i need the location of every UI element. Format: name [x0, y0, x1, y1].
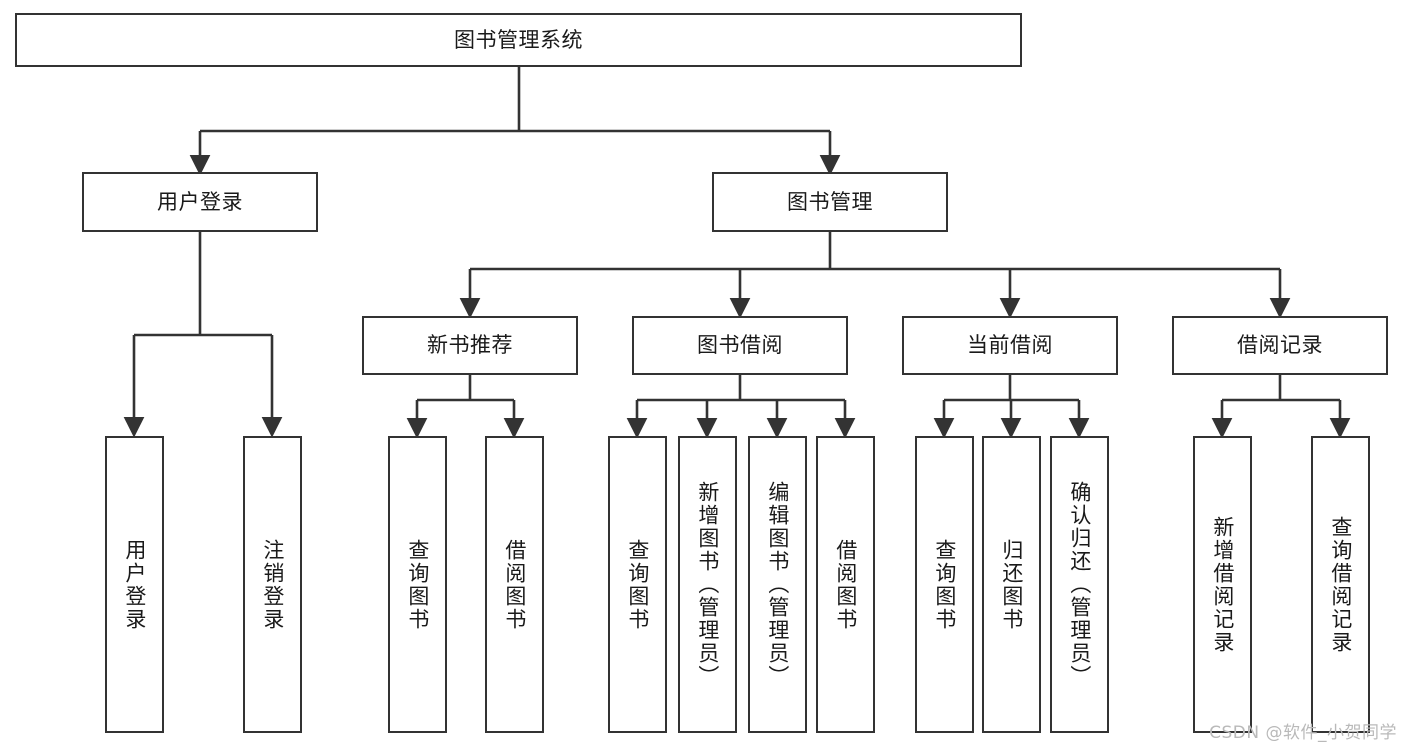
- node-label: 归还图书: [999, 538, 1024, 631]
- node-label: 借阅记录: [1237, 333, 1323, 358]
- node-label: 用户登录: [157, 189, 243, 214]
- node-new-book-recommend[interactable]: 新书推荐: [362, 316, 578, 375]
- leaf-current-confirm-return-admin[interactable]: 确认归还（管理员）: [1050, 436, 1109, 733]
- node-book-borrow[interactable]: 图书借阅: [632, 316, 848, 375]
- leaf-borrow-add-book-admin[interactable]: 新增图书（管理员）: [678, 436, 737, 733]
- leaf-new-book-query[interactable]: 查询图书: [388, 436, 447, 733]
- node-label: 编辑图书（管理员）: [765, 481, 790, 688]
- csdn-watermark: CSDN @软件_小贺同学: [1209, 723, 1397, 743]
- node-label: 查询图书: [625, 538, 650, 631]
- node-label: 借阅图书: [502, 538, 527, 631]
- node-label: 图书管理: [787, 189, 873, 214]
- node-book-management[interactable]: 图书管理: [712, 172, 948, 232]
- node-label: 图书借阅: [697, 333, 783, 358]
- node-label: 图书管理系统: [454, 27, 583, 52]
- leaf-current-return-book[interactable]: 归还图书: [982, 436, 1041, 733]
- node-label: 当前借阅: [967, 333, 1053, 358]
- node-label: 注销登录: [260, 538, 285, 631]
- node-label: 查询图书: [405, 538, 430, 631]
- node-label: 新增借阅记录: [1210, 515, 1235, 654]
- node-root-system[interactable]: 图书管理系统: [15, 13, 1022, 67]
- node-label: 借阅图书: [833, 538, 858, 631]
- node-current-borrow[interactable]: 当前借阅: [902, 316, 1118, 375]
- node-user-login[interactable]: 用户登录: [82, 172, 318, 232]
- leaf-new-book-borrow[interactable]: 借阅图书: [485, 436, 544, 733]
- leaf-user-login[interactable]: 用户登录: [105, 436, 164, 733]
- leaf-borrow-edit-book-admin[interactable]: 编辑图书（管理员）: [748, 436, 807, 733]
- leaf-records-query-record[interactable]: 查询借阅记录: [1311, 436, 1370, 733]
- node-label: 确认归还（管理员）: [1067, 481, 1092, 688]
- leaf-borrow-borrow-book[interactable]: 借阅图书: [816, 436, 875, 733]
- node-label: 查询借阅记录: [1328, 515, 1353, 654]
- leaf-user-logout[interactable]: 注销登录: [243, 436, 302, 733]
- leaf-borrow-query-book[interactable]: 查询图书: [608, 436, 667, 733]
- node-borrow-records[interactable]: 借阅记录: [1172, 316, 1388, 375]
- node-label: 新书推荐: [427, 333, 513, 358]
- node-label: 查询图书: [932, 538, 957, 631]
- leaf-current-query-book[interactable]: 查询图书: [915, 436, 974, 733]
- node-label: 用户登录: [122, 538, 147, 631]
- node-label: 新增图书（管理员）: [695, 481, 720, 688]
- leaf-records-add-record[interactable]: 新增借阅记录: [1193, 436, 1252, 733]
